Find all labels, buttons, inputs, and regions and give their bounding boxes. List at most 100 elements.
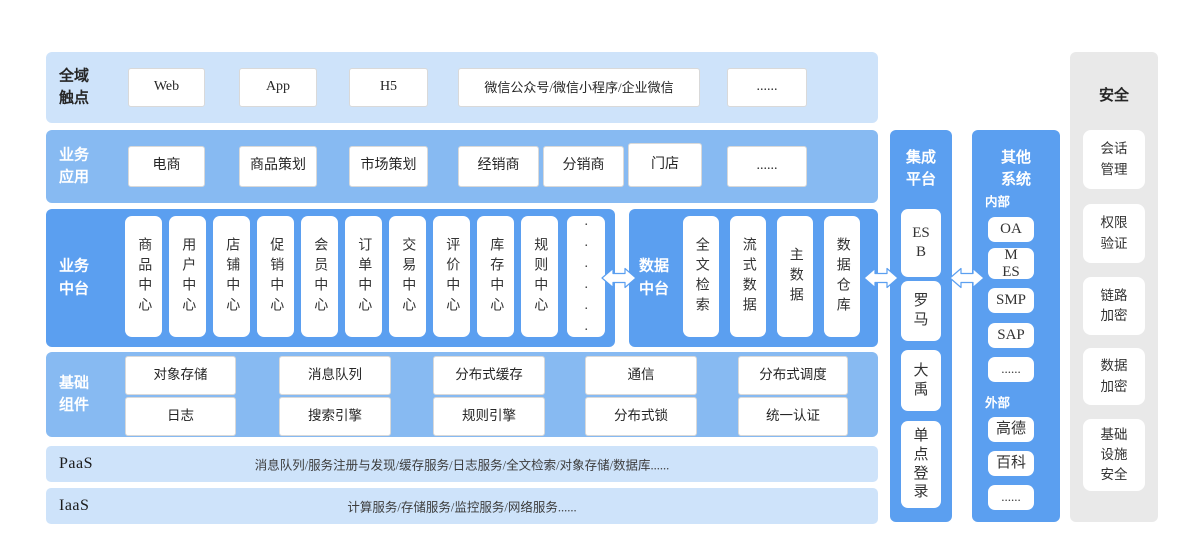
internal-systems-label: 内部 <box>985 195 1011 209</box>
center-rule-label: 规则中心 <box>532 236 548 317</box>
data-center-layer: 数据中台 全文检索 流式数据 主数据 数据仓库 <box>629 209 878 347</box>
security-data-encryption-label: 数据加密 <box>1100 358 1128 394</box>
center-trade: 交易中心 <box>389 216 426 337</box>
fc-rule-engine-label: 规则引擎 <box>462 408 516 424</box>
app-more-label: ...... <box>756 158 778 174</box>
app-market-planning: 市场策划 <box>349 146 428 187</box>
center-member-label: 会员中心 <box>312 236 328 317</box>
system-sap-label: SAP <box>997 327 1025 344</box>
center-inventory: 库存中心 <box>477 216 514 337</box>
integration-column: 集成平台 ESB 罗马 大禹 单点登录 <box>890 130 952 522</box>
data-master-data-label: 主数据 <box>787 246 803 307</box>
touchpoint-wechat-label: 微信公众号/微信小程序/企业微信 <box>484 79 674 95</box>
fc-distributed-cache: 分布式缓存 <box>433 356 545 395</box>
center-order-label: 订单中心 <box>356 236 372 317</box>
fc-distributed-lock: 分布式锁 <box>585 397 697 436</box>
system-sap: SAP <box>988 323 1034 348</box>
security-infrastructure: 基础设施安全 <box>1083 419 1145 491</box>
app-store: 门店 <box>628 143 702 187</box>
center-trade-label: 交易中心 <box>400 236 416 317</box>
fc-distributed-cache-label: 分布式缓存 <box>455 367 523 383</box>
system-smp-label: SMP <box>995 292 1027 309</box>
center-member: 会员中心 <box>301 216 338 337</box>
security-link-encryption: 链路加密 <box>1083 277 1145 335</box>
touchpoint-more-label: ...... <box>756 79 778 95</box>
fc-distributed-lock-label: 分布式锁 <box>614 408 668 424</box>
integration-dayu-label: 大禹 <box>913 362 929 398</box>
data-center-label: 数据中台 <box>638 257 669 298</box>
fc-rule-engine: 规则引擎 <box>433 397 545 436</box>
integration-esb: ESB <box>901 209 941 277</box>
data-warehouse-label: 数据仓库 <box>834 236 850 317</box>
data-streaming-label: 流式数据 <box>740 236 756 317</box>
center-promotion-label: 促销中心 <box>268 236 284 317</box>
data-fulltext-search-label: 全文检索 <box>693 236 709 317</box>
app-distributor-label: 分销商 <box>562 158 605 174</box>
fc-message-queue-label: 消息队列 <box>308 367 362 383</box>
touchpoint-app-label: App <box>265 79 291 95</box>
system-oa: OA <box>988 217 1034 242</box>
security-session-management: 会话管理 <box>1083 130 1145 189</box>
app-store-label: 门店 <box>651 156 679 172</box>
center-user: 用户中心 <box>169 216 206 337</box>
business-apps-label: 业务应用 <box>58 146 89 186</box>
integration-roma-label: 罗马 <box>913 293 929 328</box>
touchpoint-web-label: Web <box>153 79 180 95</box>
data-integration-exchange-arrow-icon <box>863 267 899 289</box>
integration-esb-label: ESB <box>912 225 930 260</box>
data-streaming: 流式数据 <box>730 216 766 337</box>
center-shop-label: 店铺中心 <box>224 236 240 317</box>
iaas-label: IaaS <box>59 497 90 514</box>
internal-systems-more: ...... <box>988 357 1034 382</box>
app-ecommerce: 电商 <box>128 146 205 187</box>
fc-object-storage-label: 对象存储 <box>153 367 208 383</box>
business-center-label: 业务中台 <box>58 257 89 298</box>
center-user-label: 用户中心 <box>180 236 196 317</box>
fc-communication: 通信 <box>585 356 697 395</box>
integration-roma: 罗马 <box>901 281 941 341</box>
center-product-label: 商品中心 <box>136 236 152 317</box>
app-more: ...... <box>727 146 807 187</box>
data-warehouse: 数据仓库 <box>824 216 860 337</box>
integration-label: 集成平台 <box>905 149 936 188</box>
security-session-management-label: 会话管理 <box>1100 141 1128 177</box>
foundation-label: 基础组件 <box>58 374 89 414</box>
touchpoint-app: App <box>239 68 317 107</box>
fc-distributed-scheduler-label: 分布式调度 <box>759 367 827 383</box>
security-permission-check-label: 权限验证 <box>1100 215 1128 251</box>
external-systems-more-label: ...... <box>1001 489 1021 505</box>
fc-object-storage: 对象存储 <box>125 356 236 395</box>
touchpoint-web: Web <box>128 68 205 107</box>
touchpoint-wechat: 微信公众号/微信小程序/企业微信 <box>458 68 700 107</box>
fc-log-label: 日志 <box>167 408 194 424</box>
center-review-label: 评价中心 <box>444 236 460 317</box>
center-review: 评价中心 <box>433 216 470 337</box>
app-dealer: 经销商 <box>458 146 539 187</box>
internal-systems-more-label: ...... <box>1001 361 1021 377</box>
fc-unified-auth-label: 统一认证 <box>766 408 820 424</box>
paas-layer: PaaS 消息队列/服务注册与发现/缓存服务/日志服务/全文检索/对象存储/数据… <box>46 446 878 482</box>
fc-message-queue: 消息队列 <box>279 356 391 395</box>
system-mes-label: MES <box>1002 247 1020 280</box>
fc-communication-label: 通信 <box>627 367 655 383</box>
other-systems-column: 其他系统 内部 OA MES SMP SAP ...... 外部 高德 百科 .… <box>972 130 1060 522</box>
app-product-planning: 商品策划 <box>239 146 317 187</box>
foundation-layer: 基础组件 对象存储 消息队列 分布式缓存 通信 分布式调度 日志 搜索引擎 规则… <box>46 352 878 437</box>
integration-dayu: 大禹 <box>901 350 941 411</box>
system-mes: MES <box>988 247 1034 280</box>
data-master-data: 主数据 <box>777 216 813 337</box>
touchpoint-more: ...... <box>727 68 807 107</box>
app-dealer-label: 经销商 <box>477 158 520 174</box>
business-center-layer: 业务中台 商品中心 用户中心 店铺中心 促销中心 会员中心 订单中心 交易中心 … <box>46 209 615 347</box>
center-promotion: 促销中心 <box>257 216 294 337</box>
system-gaode: 高德 <box>988 417 1034 442</box>
security-column: 安全 会话管理 权限验证 链路加密 数据加密 基础设施安全 <box>1070 52 1158 522</box>
center-more: ...... <box>567 213 605 340</box>
system-gaode-label: 高德 <box>995 421 1026 438</box>
system-baike: 百科 <box>988 451 1034 476</box>
fc-search-engine-label: 搜索引擎 <box>308 408 362 424</box>
external-systems-more: ...... <box>988 485 1034 510</box>
paas-services: 消息队列/服务注册与发现/缓存服务/日志服务/全文检索/对象存储/数据库....… <box>254 458 670 473</box>
center-more-label: ...... <box>578 213 594 340</box>
